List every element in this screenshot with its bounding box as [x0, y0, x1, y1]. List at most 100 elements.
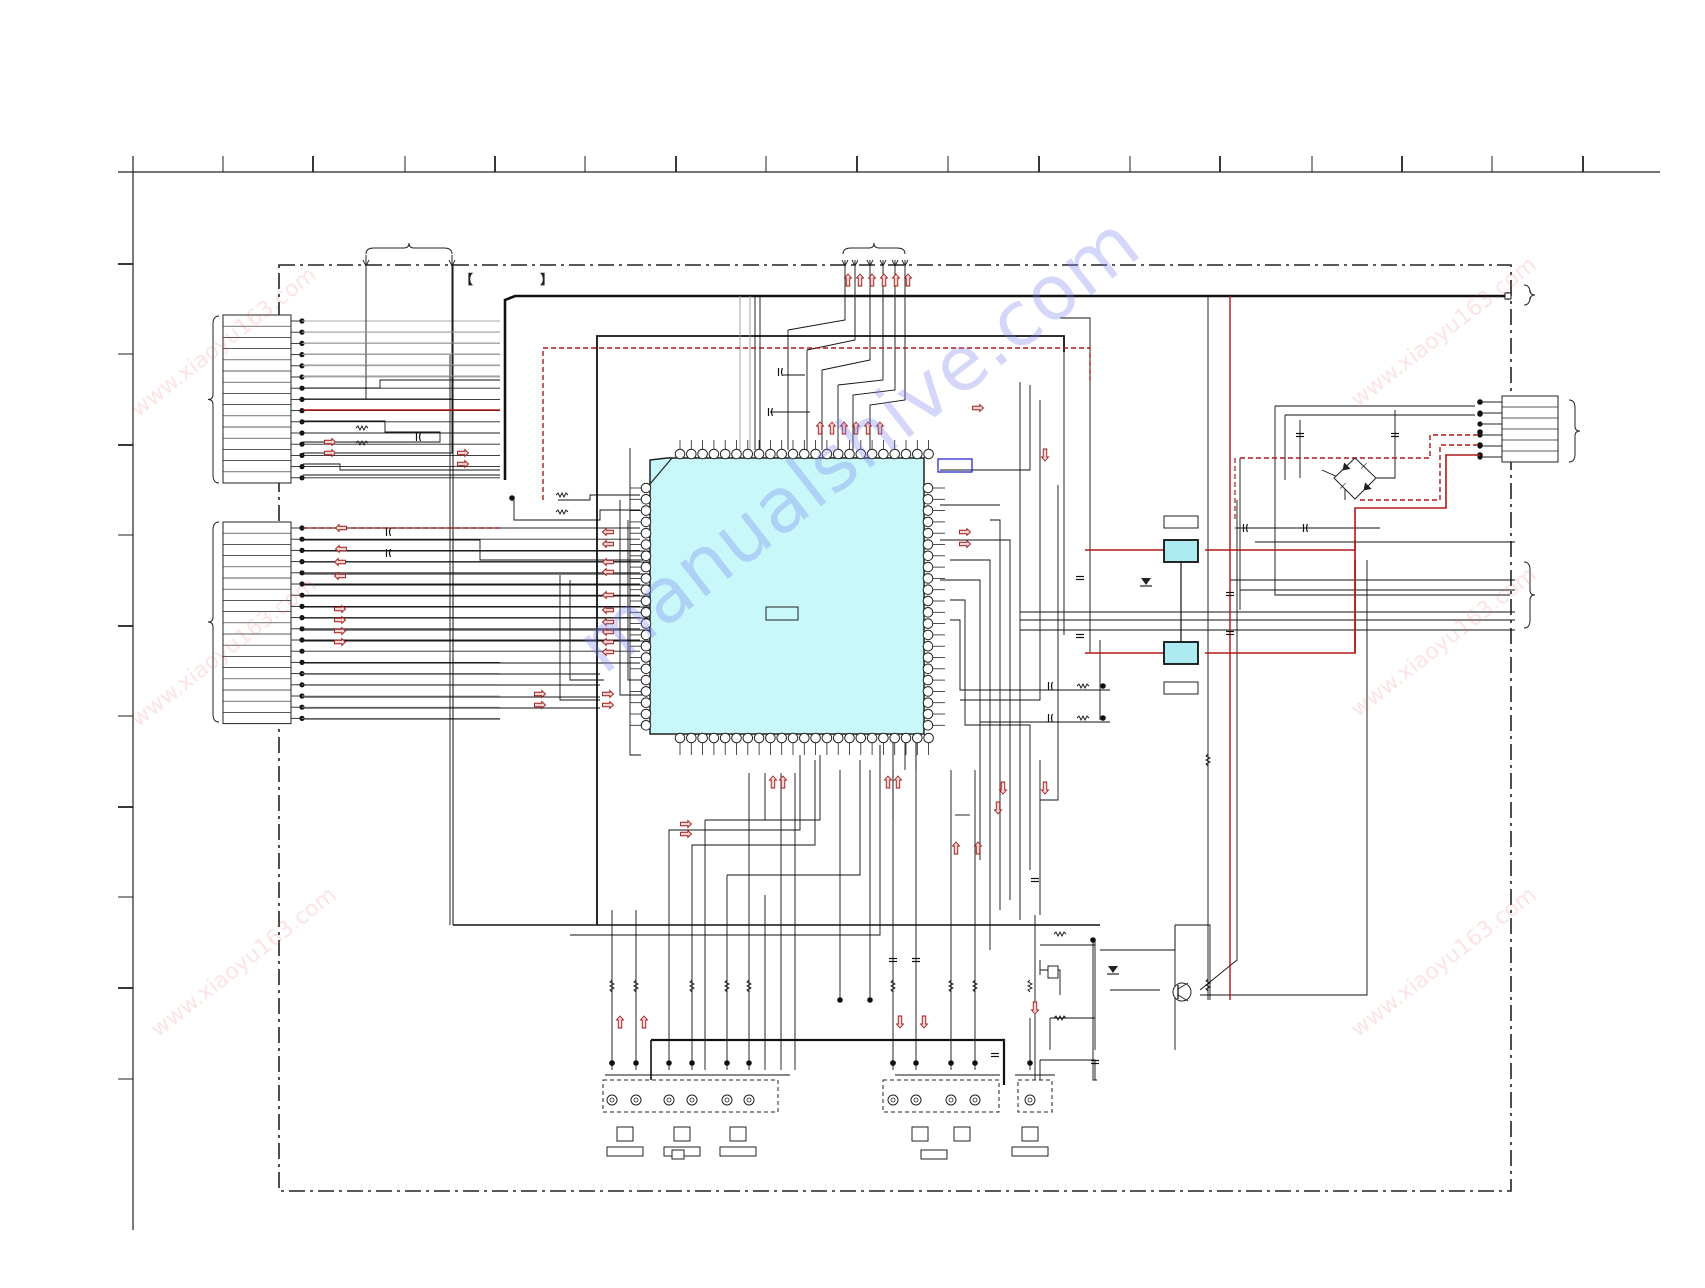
- junction-dot: [913, 1060, 919, 1066]
- wire: [869, 260, 906, 450]
- signal-flow-arrow-icon: [457, 448, 470, 458]
- diode-icon: [1141, 578, 1151, 585]
- signal-wires: [303, 296, 1480, 1000]
- ic-pin: [922, 697, 934, 709]
- plug-icon: [719, 1126, 757, 1157]
- ic-pin1-bevel: [649, 457, 673, 485]
- ic-pin: [922, 652, 934, 663]
- signal-flow-arrow-icon: [680, 819, 693, 829]
- capacitor-icon: [912, 957, 920, 963]
- ic-pin: [922, 584, 934, 596]
- wire: [668, 755, 801, 925]
- ic-pin: [878, 448, 889, 460]
- input-stub: [866, 259, 874, 268]
- junction-dot: [1027, 1060, 1033, 1066]
- capacitor-plate: [1245, 523, 1249, 533]
- ic-pin: [765, 448, 776, 460]
- ic-pin: [776, 732, 788, 744]
- signal-flow-arrow-icon: [778, 775, 788, 789]
- ic-pin: [922, 618, 934, 629]
- ic-pin: [866, 732, 878, 744]
- ic-pin: [787, 732, 799, 744]
- signal-flow-arrow-icon: [601, 590, 614, 600]
- signal-flow-arrow-icon: [815, 421, 825, 435]
- signal-flow-arrow-icon: [602, 689, 615, 699]
- wire: [705, 755, 821, 821]
- wire: [806, 260, 856, 351]
- plug-body: [1021, 1126, 1039, 1142]
- power-bus: [503, 294, 1508, 480]
- bridge-outline: [1333, 457, 1377, 500]
- ic-pin: [640, 494, 652, 505]
- jack-outline: [602, 1079, 779, 1113]
- ic-pin: [810, 732, 821, 744]
- signal-flow-arrow-icon: [863, 421, 873, 435]
- transistor-icon: [1172, 982, 1192, 1002]
- wire: [303, 420, 441, 443]
- wire: [852, 260, 896, 450]
- wire: [1175, 924, 1211, 1000]
- wire: [940, 385, 1031, 471]
- ic-pin: [640, 539, 652, 550]
- rca-jack-group: [1017, 1079, 1053, 1113]
- signal-flow-arrow-icon: [639, 1015, 649, 1029]
- capacitor-plate: [388, 527, 392, 537]
- ic-pin: [922, 550, 934, 562]
- ic-pin: [922, 505, 934, 516]
- capacitor-icon: [767, 407, 774, 417]
- plug-label-box: [606, 1146, 644, 1157]
- capacitor-plate: [780, 367, 784, 377]
- signal-flow-arrow-icon: [324, 448, 337, 458]
- ic-pin: [686, 732, 697, 744]
- resistor-zigzag: [1026, 979, 1034, 993]
- relay-coil: [1047, 965, 1059, 979]
- junction-dot: [1477, 442, 1483, 448]
- wire: [787, 260, 846, 331]
- signal-flow-arrow-icon: [334, 637, 347, 647]
- resistor-zigzag: [555, 491, 569, 499]
- capacitor-icon: [1302, 523, 1309, 533]
- signal-flow-arrow-icon: [867, 273, 877, 287]
- signal-wire: [1360, 444, 1480, 501]
- signal-wire: [1240, 434, 1480, 459]
- capacitor-icon: [385, 548, 392, 558]
- signal-arrows: [324, 273, 1050, 1029]
- ic-pin: [866, 448, 878, 460]
- wire: [950, 599, 1031, 870]
- rca-jack-center: [746, 1097, 752, 1103]
- wire: [559, 575, 600, 701]
- resistor-zigzag: [555, 508, 569, 516]
- ic-pin: [765, 732, 776, 744]
- wire: [1060, 317, 1091, 653]
- ic-pin: [922, 527, 934, 539]
- bracket-mark: 】: [540, 272, 553, 288]
- junction-dot: [1090, 937, 1096, 943]
- signal-flow-arrow-icon: [602, 700, 615, 710]
- capacitor-icon: [1391, 432, 1399, 438]
- signal-flow-arrow-icon: [601, 557, 614, 567]
- wire: [1199, 500, 1238, 991]
- bridge-rectifier-icon: [1333, 457, 1377, 500]
- ic-pin: [878, 732, 889, 744]
- signal-flow-arrow-icon: [601, 605, 614, 615]
- input-stub: [362, 259, 370, 268]
- capacitor-icon: [1047, 681, 1054, 691]
- signal-flow-arrow-icon: [891, 273, 901, 287]
- resistor-zigzag: [1204, 978, 1212, 992]
- signal-flow-arrow-icon: [334, 615, 347, 625]
- signal-flow-arrow-icon: [879, 273, 889, 287]
- capacitor-icon: [1296, 432, 1304, 438]
- resistor-icon: [1076, 714, 1090, 722]
- ic-pin: [731, 448, 742, 460]
- plug-icon: [1011, 1126, 1049, 1157]
- input-stub: [448, 259, 456, 268]
- wire: [691, 760, 816, 925]
- ic-pin: [742, 448, 754, 460]
- junction-dot: [1100, 683, 1106, 689]
- wire: [558, 494, 640, 501]
- resistor-zigzag: [947, 979, 955, 993]
- signal-flow-arrow-icon: [334, 544, 347, 554]
- plug-icon: [953, 1126, 971, 1142]
- resistor-zigzag: [355, 439, 369, 447]
- capacitor-icon: [385, 527, 392, 537]
